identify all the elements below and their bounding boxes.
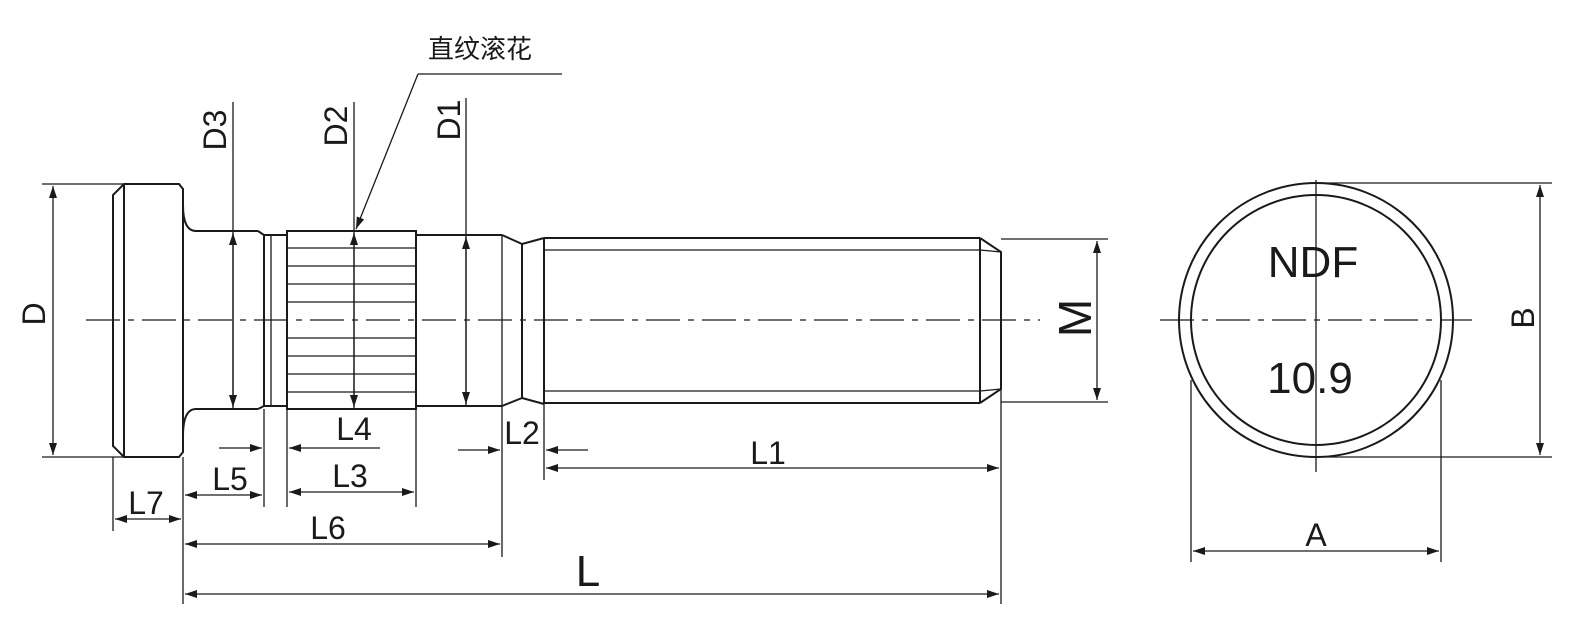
knurl-annotation: 直纹滚花: [428, 35, 532, 65]
dim-label-d3: D3: [197, 110, 233, 151]
dim-label-d: D: [16, 302, 52, 325]
head-marking-grade: 10.9: [1267, 354, 1353, 403]
dim-label-l: L: [576, 547, 600, 596]
bolt-head: [112, 183, 184, 458]
dim-label-m: M: [1049, 299, 1101, 337]
bolt-head-end-view: NDF 10.9 B A: [1160, 180, 1552, 562]
head-marking-brand: NDF: [1268, 238, 1358, 287]
dim-label-l2: L2: [504, 415, 540, 451]
dimensions: D D3 D2 D1 直纹滚花 M L4: [16, 35, 1108, 604]
dim-label-l3: L3: [332, 458, 368, 494]
dim-label-l4: L4: [336, 411, 372, 447]
dim-label-l7: L7: [128, 485, 164, 521]
bolt-side-view: [86, 183, 1040, 458]
dim-label-b: B: [1505, 307, 1541, 328]
dim-label-l1: L1: [750, 435, 786, 471]
dim-label-l6: L6: [310, 510, 346, 546]
dim-label-d2: D2: [318, 106, 354, 147]
dim-label-d1: D1: [431, 100, 467, 141]
dim-label-l5: L5: [212, 461, 248, 497]
dim-label-a: A: [1305, 517, 1327, 553]
